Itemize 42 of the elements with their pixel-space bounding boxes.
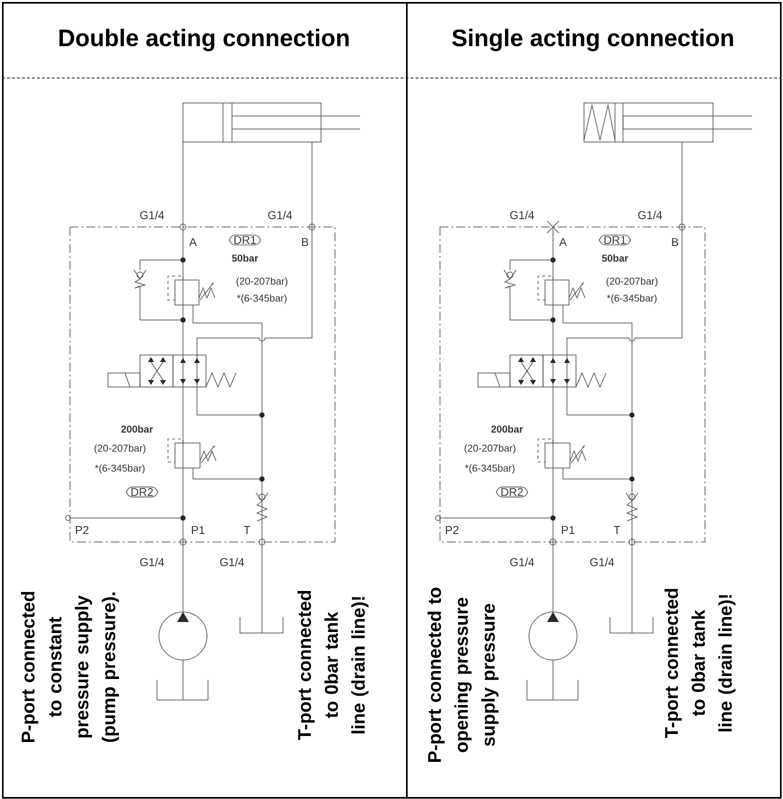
note-text: P-port connected to opening pressure supply pressure	[428, 588, 498, 762]
pressure-range-label: *(6-345bar)	[606, 294, 657, 304]
valve-tag: DR2	[126, 486, 158, 498]
port-label: T	[244, 526, 250, 534]
pressure-label: 50bar	[602, 254, 628, 262]
port-label: A	[559, 238, 567, 246]
pressure-label: 200bar	[121, 425, 153, 433]
thread-size-label: G1/4	[140, 558, 164, 566]
port-label: P2	[446, 526, 458, 534]
port-label: A	[189, 238, 197, 246]
panel	[2, 2, 408, 799]
thread-size-label: G1/4	[510, 558, 534, 566]
note-text: T-port connected to 0bar tank line (drain line)!	[664, 588, 736, 738]
pressure-range-label: (20-207bar)	[236, 277, 288, 287]
thread-size-label: G1/4	[220, 558, 244, 566]
note-text: T-port connected to 0bar tank line (drain line)!	[298, 590, 368, 740]
pressure-range-label: (20-207bar)	[606, 277, 658, 287]
port-label: P1	[192, 526, 204, 534]
valve-tag: DR2	[496, 486, 528, 498]
panel	[406, 2, 782, 799]
thread-size-label: G1/4	[510, 210, 534, 220]
pressure-range-label: *(6-345bar)	[464, 464, 515, 474]
panel-heading: Single acting connection	[452, 28, 733, 52]
valve-tag: DR1	[229, 234, 261, 246]
port-label: P2	[76, 526, 88, 534]
thread-size-label: G1/4	[590, 558, 614, 566]
port-label: P1	[562, 526, 574, 534]
port-label: B	[302, 238, 308, 246]
pressure-range-label: (20-207bar)	[94, 444, 146, 454]
thread-size-label: G1/4	[268, 210, 292, 220]
port-label: T	[614, 526, 620, 534]
note-text: P-port connected to constant pressure supply (pump pressure).	[21, 592, 119, 742]
thread-size-label: G1/4	[638, 210, 662, 220]
pressure-range-label: *(6-345bar)	[94, 464, 145, 474]
port-label: B	[672, 238, 678, 246]
valve-tag: DR1	[599, 234, 631, 246]
pressure-label: 200bar	[491, 425, 523, 433]
thread-size-label: G1/4	[140, 210, 164, 220]
pressure-range-label: (20-207bar)	[464, 444, 516, 454]
pressure-range-label: *(6-345bar)	[236, 294, 287, 304]
panel-heading: Double acting connection	[59, 28, 349, 52]
pressure-label: 50bar	[232, 254, 258, 262]
